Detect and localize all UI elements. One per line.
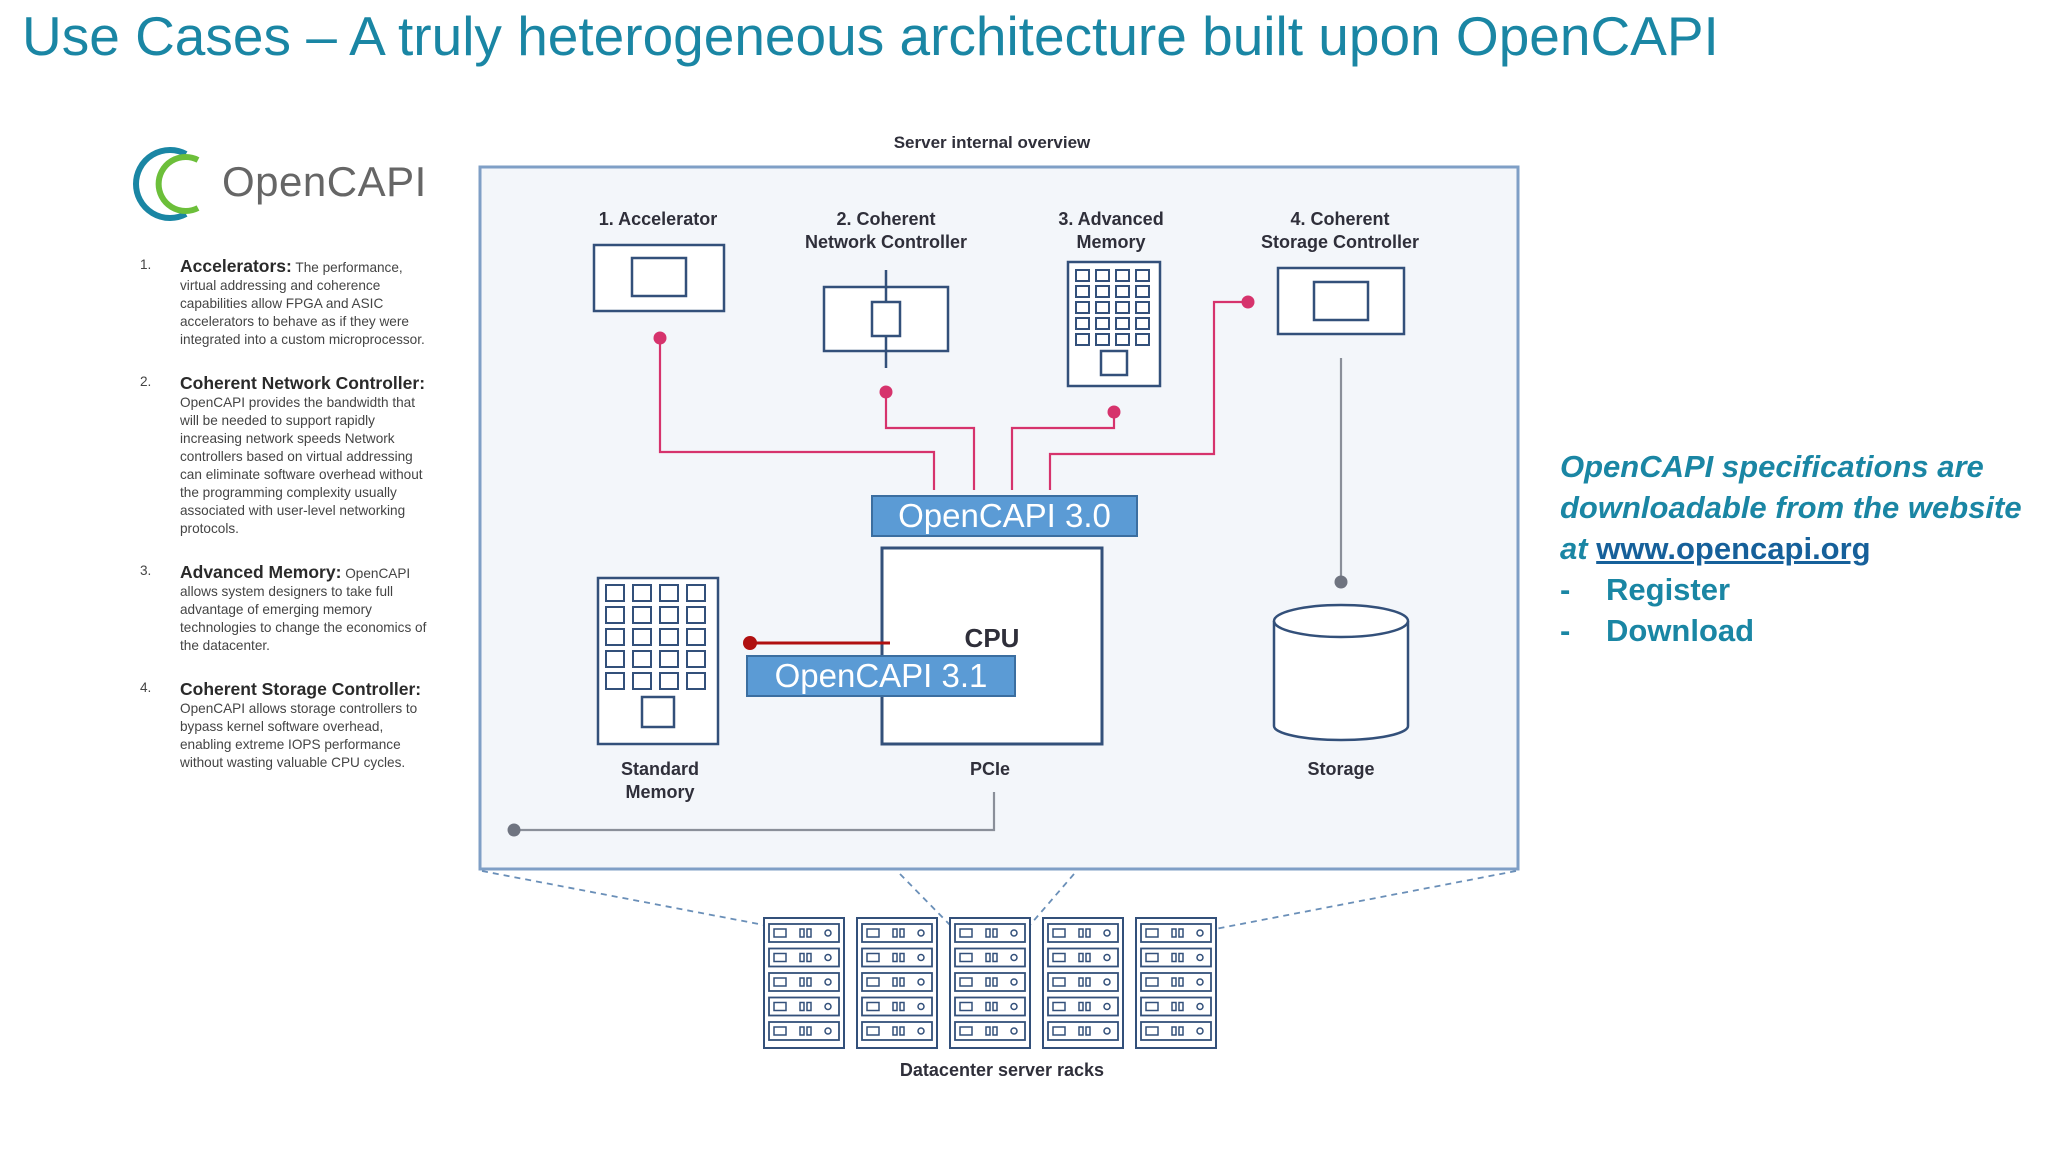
network-controller-icon: [822, 270, 950, 368]
server-rack-icon: [1042, 917, 1124, 1049]
advanced-memory-label-1: 3. Advanced: [1058, 209, 1163, 229]
use-case-number: 3.: [140, 563, 152, 578]
accelerator-label: 1. Accelerator: [599, 209, 717, 229]
accelerator-icon: [592, 243, 726, 313]
standard-memory-label-2: Memory: [625, 782, 694, 802]
connector-dots: [653, 295, 1255, 419]
pcie-label: PCIe: [970, 759, 1010, 779]
diagram-header: Server internal overview: [894, 133, 1091, 152]
use-case-item: 2. Coherent Network Controller: OpenCAPI…: [140, 373, 432, 538]
cpu-memory-link-dot: [743, 636, 757, 650]
download-label: Download: [1606, 613, 1755, 648]
network-controller-label-2: Network Controller: [805, 232, 967, 252]
network-controller-label-1: 2. Coherent: [836, 209, 935, 229]
spec-note-link-line: at www.opencapi.org: [1560, 528, 2030, 569]
spec-actions-list: -Register -Download: [1560, 569, 2030, 651]
use-case-number: 2.: [140, 374, 152, 389]
use-case-list: 1. Accelerators: The performance, virtua…: [140, 256, 432, 796]
advanced-memory-icon: [1066, 260, 1162, 388]
server-rack-icon: [1135, 917, 1217, 1049]
standard-memory-icon: [596, 576, 720, 746]
use-case-number: 4.: [140, 680, 152, 695]
use-case-number: 1.: [140, 257, 152, 272]
use-case-heading: Coherent Network Controller:: [180, 373, 426, 393]
datacenter-racks: [763, 917, 1217, 1049]
pcie-line: [514, 792, 996, 832]
use-case-heading: Coherent Storage Controller:: [180, 679, 422, 699]
cpu-label: CPU: [965, 623, 1020, 653]
slide-title: Use Cases – A truly heterogeneous archit…: [22, 5, 1719, 67]
pcie-dot: [507, 823, 521, 837]
server-rack-icon: [949, 917, 1031, 1049]
opencapi-logo: OpenCAPI: [128, 144, 438, 224]
storage-dot: [1334, 575, 1348, 589]
server-rack-icon: [763, 917, 845, 1049]
storage-controller-icon: [1276, 266, 1406, 336]
use-case-text: OpenCAPI allows storage controllers to b…: [180, 701, 418, 770]
use-case-item: 3. Advanced Memory: OpenCAPI allows syst…: [140, 562, 432, 655]
advanced-memory-label-2: Memory: [1076, 232, 1145, 252]
bullet-dash: -: [1560, 572, 1571, 607]
server-rack-icon: [856, 917, 938, 1049]
use-case-item: 4. Coherent Storage Controller: OpenCAPI…: [140, 679, 432, 772]
register-label: Register: [1606, 572, 1731, 607]
use-case-item: 1. Accelerators: The performance, virtua…: [140, 256, 432, 349]
expansion-lines: [481, 870, 1517, 931]
download-item[interactable]: -Download: [1560, 610, 2030, 651]
opencapi-31-badge: OpenCAPI 3.1: [746, 655, 1016, 697]
use-case-text: OpenCAPI allows system designers to take…: [180, 566, 427, 653]
use-case-heading: Accelerators:: [180, 256, 292, 276]
spec-note-at: at: [1560, 531, 1597, 566]
opencapi-connector-lines: [658, 300, 1248, 490]
use-case-heading: Advanced Memory:: [180, 562, 342, 582]
cpu-box: [880, 546, 1104, 746]
register-item[interactable]: -Register: [1560, 569, 2030, 610]
spec-note: OpenCAPI specifications are downloadable…: [1560, 446, 2030, 651]
bullet-dash: -: [1560, 613, 1571, 648]
use-case-text: The performance, virtual addressing and …: [180, 260, 425, 347]
storage-cylinder-icon: [1272, 603, 1410, 742]
use-case-text: OpenCAPI provides the bandwidth that wil…: [180, 395, 423, 536]
logo-text: OpenCAPI: [222, 158, 427, 205]
storage-controller-label-2: Storage Controller: [1261, 232, 1419, 252]
storage-controller-label-1: 4. Coherent: [1290, 209, 1389, 229]
standard-memory-label-1: Standard: [621, 759, 699, 779]
storage-label: Storage: [1307, 759, 1374, 779]
opencapi-website-link[interactable]: www.opencapi.org: [1596, 531, 1871, 566]
spec-note-text: OpenCAPI specifications are downloadable…: [1560, 449, 2022, 525]
racks-label: Datacenter server racks: [900, 1060, 1104, 1080]
opencapi-logo-icon: [133, 147, 200, 221]
opencapi-30-badge: OpenCAPI 3.0: [871, 495, 1138, 537]
